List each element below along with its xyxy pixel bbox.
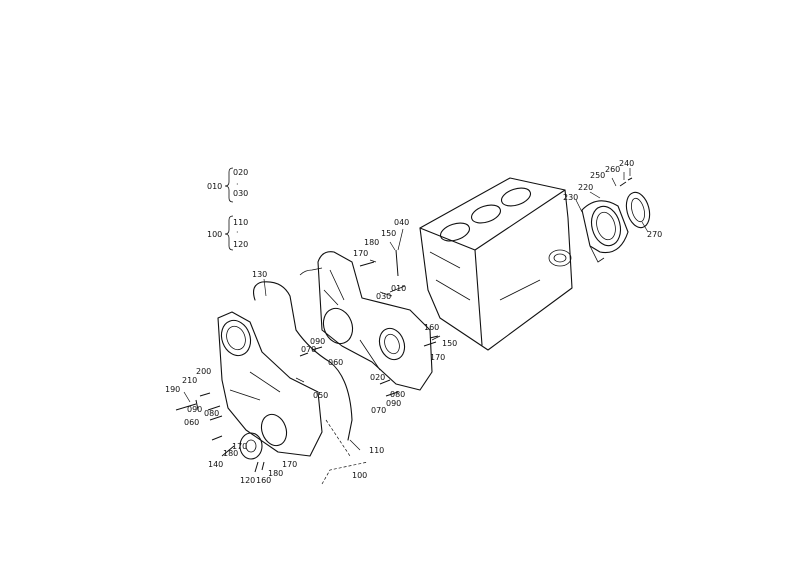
callout-210: 210 xyxy=(182,376,197,385)
rear-oil-seal xyxy=(625,191,651,229)
callout-180-top: 180 xyxy=(364,238,379,247)
callout-070-low: 070 xyxy=(371,406,386,415)
group-100-brace xyxy=(224,215,234,251)
fasteners xyxy=(175,177,633,473)
group-010-sep: · xyxy=(236,180,239,189)
callout-080-left: 080 xyxy=(204,409,219,418)
group-010: 010 020 · 030 xyxy=(207,167,248,203)
group-010-ref: 010 xyxy=(207,182,222,191)
rear-seal-plate xyxy=(581,200,629,263)
callout-060-left: 060 xyxy=(184,418,199,427)
callout-150-right: 150 xyxy=(442,339,457,348)
gasket xyxy=(253,267,353,441)
group-100-item-1: 110 xyxy=(233,218,248,227)
callout-220: 220 xyxy=(578,183,593,192)
callout-110: 110 xyxy=(369,446,384,455)
callout-160: 160 xyxy=(256,476,271,485)
callout-070-mid: 070 xyxy=(301,345,316,354)
callout-250: 250 xyxy=(590,171,605,180)
callout-170-bottom: 170 xyxy=(282,460,297,469)
callout-020: 020 xyxy=(370,373,385,382)
group-010-item-1: 020 xyxy=(233,168,248,177)
callout-030: 030 xyxy=(376,292,391,301)
callout-170-top: 170 xyxy=(353,249,368,258)
callout-200: 200 xyxy=(196,367,211,376)
callouts: 130 190 210 200 090 080 060 140 180 170 … xyxy=(165,159,662,485)
callout-170-left: 170 xyxy=(232,442,247,451)
callout-190: 190 xyxy=(165,385,180,394)
callout-090-low: 090 xyxy=(386,399,401,408)
group-100: 100 110 · 120 xyxy=(207,215,248,251)
callout-100: 100 xyxy=(352,471,367,480)
callout-080-low: 080 xyxy=(390,390,405,399)
callout-230: 230 xyxy=(563,193,578,202)
group-100-sep: · xyxy=(236,228,239,237)
engine-block xyxy=(419,177,573,351)
group-010-item-2: 030 xyxy=(233,189,248,198)
callout-060-mid: 060 xyxy=(328,358,343,367)
callout-180-left: 180 xyxy=(223,449,238,458)
front-oil-seal xyxy=(239,432,263,460)
callout-260: 260 xyxy=(605,165,620,174)
callout-010: 010 xyxy=(391,284,406,293)
callout-270: 270 xyxy=(647,230,662,239)
callout-130: 130 xyxy=(252,270,267,279)
gear-case xyxy=(317,251,433,391)
leader-lines xyxy=(183,168,649,485)
callout-040: 040 xyxy=(394,218,409,227)
callout-140: 140 xyxy=(208,460,223,469)
group-100-item-2: 120 xyxy=(233,240,248,249)
group-010-brace xyxy=(224,167,234,203)
callout-240: 240 xyxy=(619,159,634,168)
callout-050: 050 xyxy=(313,391,328,400)
callout-170-right: 170 xyxy=(430,353,445,362)
callout-180-bottom: 180 xyxy=(268,469,283,478)
callout-090-mid: 090 xyxy=(310,337,325,346)
callout-090-left: 090 xyxy=(187,405,202,414)
front-cover xyxy=(217,311,323,457)
callout-120: 120 xyxy=(240,476,255,485)
callout-150-top: 150 xyxy=(381,229,396,238)
callout-160-right: 160 xyxy=(424,323,439,332)
group-100-ref: 100 xyxy=(207,230,222,239)
